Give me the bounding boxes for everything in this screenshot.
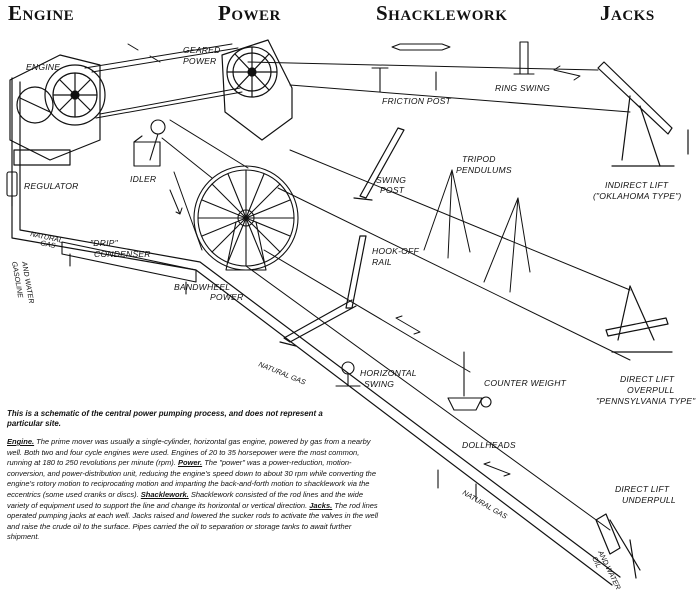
- label-drip-condenser-1: "DRIP": [90, 238, 119, 248]
- label-idler: IDLER: [130, 174, 156, 184]
- header-jacks: Jacks: [600, 1, 655, 25]
- term-shacklework: Shacklework.: [140, 489, 189, 499]
- label-direct-lift-underpull-2: UNDERPULL: [622, 495, 676, 505]
- gas-pipes: [11, 77, 621, 586]
- label-hook-off-rail-2: RAIL: [372, 257, 392, 267]
- label-friction-post: FRICTION POST: [382, 96, 452, 106]
- caption: This is a schematic of the central power…: [7, 409, 323, 429]
- underpull-jack-icon: [595, 513, 641, 579]
- gas-engine-icon: [9, 54, 106, 166]
- term-engine: Engine.: [7, 437, 35, 446]
- dollhead-icon: [437, 469, 477, 501]
- rod-lines: [245, 61, 631, 531]
- label-direct-lift-overpull-1: DIRECT LIFT: [620, 374, 675, 384]
- label-horizontal-swing-2: SWING: [364, 379, 394, 389]
- label-tripod-pendulums-2: PENDULUMS: [456, 165, 512, 175]
- label-horizontal-swing-1: HORIZONTAL: [360, 368, 417, 378]
- label-tripod-pendulums-1: TRIPOD: [462, 154, 496, 164]
- label-drip-condenser-2: CONDENSER: [94, 249, 151, 259]
- term-jacks: Jacks.: [309, 500, 333, 510]
- header-engine: Engine: [8, 1, 74, 25]
- label-direct-lift-underpull-1: DIRECT LIFT: [615, 484, 670, 494]
- label-ring-swing: RING SWING: [495, 83, 550, 93]
- drip-condenser-icon: [61, 241, 197, 295]
- label-direct-lift-overpull-3: "PENNSYLVANIA TYPE": [596, 396, 696, 406]
- label-indirect-lift-2: ("OKLAHOMA TYPE"): [593, 191, 681, 201]
- text-power: The "power" was a power-reduction, motio…: [7, 458, 377, 499]
- text-shacklework: Shacklework consisted of the rod lines a…: [7, 489, 364, 510]
- label-hook-off-rail-1: HOOK-OFF: [372, 246, 420, 256]
- swing-post-icon: [353, 127, 405, 201]
- label-natural-gas-right: NATURAL GAS: [461, 488, 509, 521]
- geared-power-icon: [221, 39, 293, 141]
- term-power: Power.: [177, 458, 203, 468]
- header-shacklework: Shacklework: [376, 1, 507, 25]
- bandwheel-icon: [193, 165, 299, 271]
- idler-pulley-icon: [133, 119, 166, 167]
- label-indirect-lift-1: INDIRECT LIFT: [605, 180, 669, 190]
- label-regulator: REGULATOR: [24, 181, 79, 191]
- text-jacks: The rod lines operated pumping jacks at …: [7, 500, 379, 542]
- label-geared-power-1: GEARED: [183, 45, 221, 55]
- label-dollheads: DOLLHEADS: [462, 440, 516, 450]
- label-oil-2: AND WATER: [596, 548, 623, 591]
- label-counter-weight: COUNTER WEIGHT: [484, 378, 567, 388]
- motion-arrow-icon: [127, 43, 581, 477]
- tripod-pendulum-icon: [423, 169, 531, 293]
- pennsylvania-jack-icon: [605, 285, 673, 353]
- text-engine: The prime mover was usually a single-cyl…: [7, 437, 371, 468]
- header-power: Power: [218, 1, 281, 25]
- label-natural-gas-mid: NATURAL GAS: [257, 360, 307, 387]
- friction-post-icon: [371, 67, 437, 93]
- label-geared-power-2: POWER: [183, 56, 216, 66]
- oklahoma-jack-icon: [597, 61, 689, 167]
- drive-belt: [84, 43, 243, 119]
- label-bandwheel-power-2: POWER: [210, 292, 243, 302]
- label-swing-post-1: SWING: [376, 175, 406, 185]
- label-bandwheel-power-1: BANDWHEEL: [174, 282, 230, 292]
- ring-swing-icon: [513, 41, 535, 75]
- label-engine: ENGINE: [26, 62, 60, 72]
- counter-weight-icon: [447, 351, 492, 411]
- description: Engine. The prime mover was usually a si…: [7, 437, 379, 543]
- hook-off-rail-icon: [279, 235, 367, 347]
- label-natural-gas-left-2: GAS: [40, 238, 57, 250]
- band-belt: [161, 119, 249, 251]
- label-direct-lift-overpull-2: OVERPULL: [627, 385, 674, 395]
- horizontal-swing-icon: [335, 361, 361, 387]
- regulator-icon: [6, 171, 18, 207]
- label-swing-post-2: POST: [380, 185, 405, 195]
